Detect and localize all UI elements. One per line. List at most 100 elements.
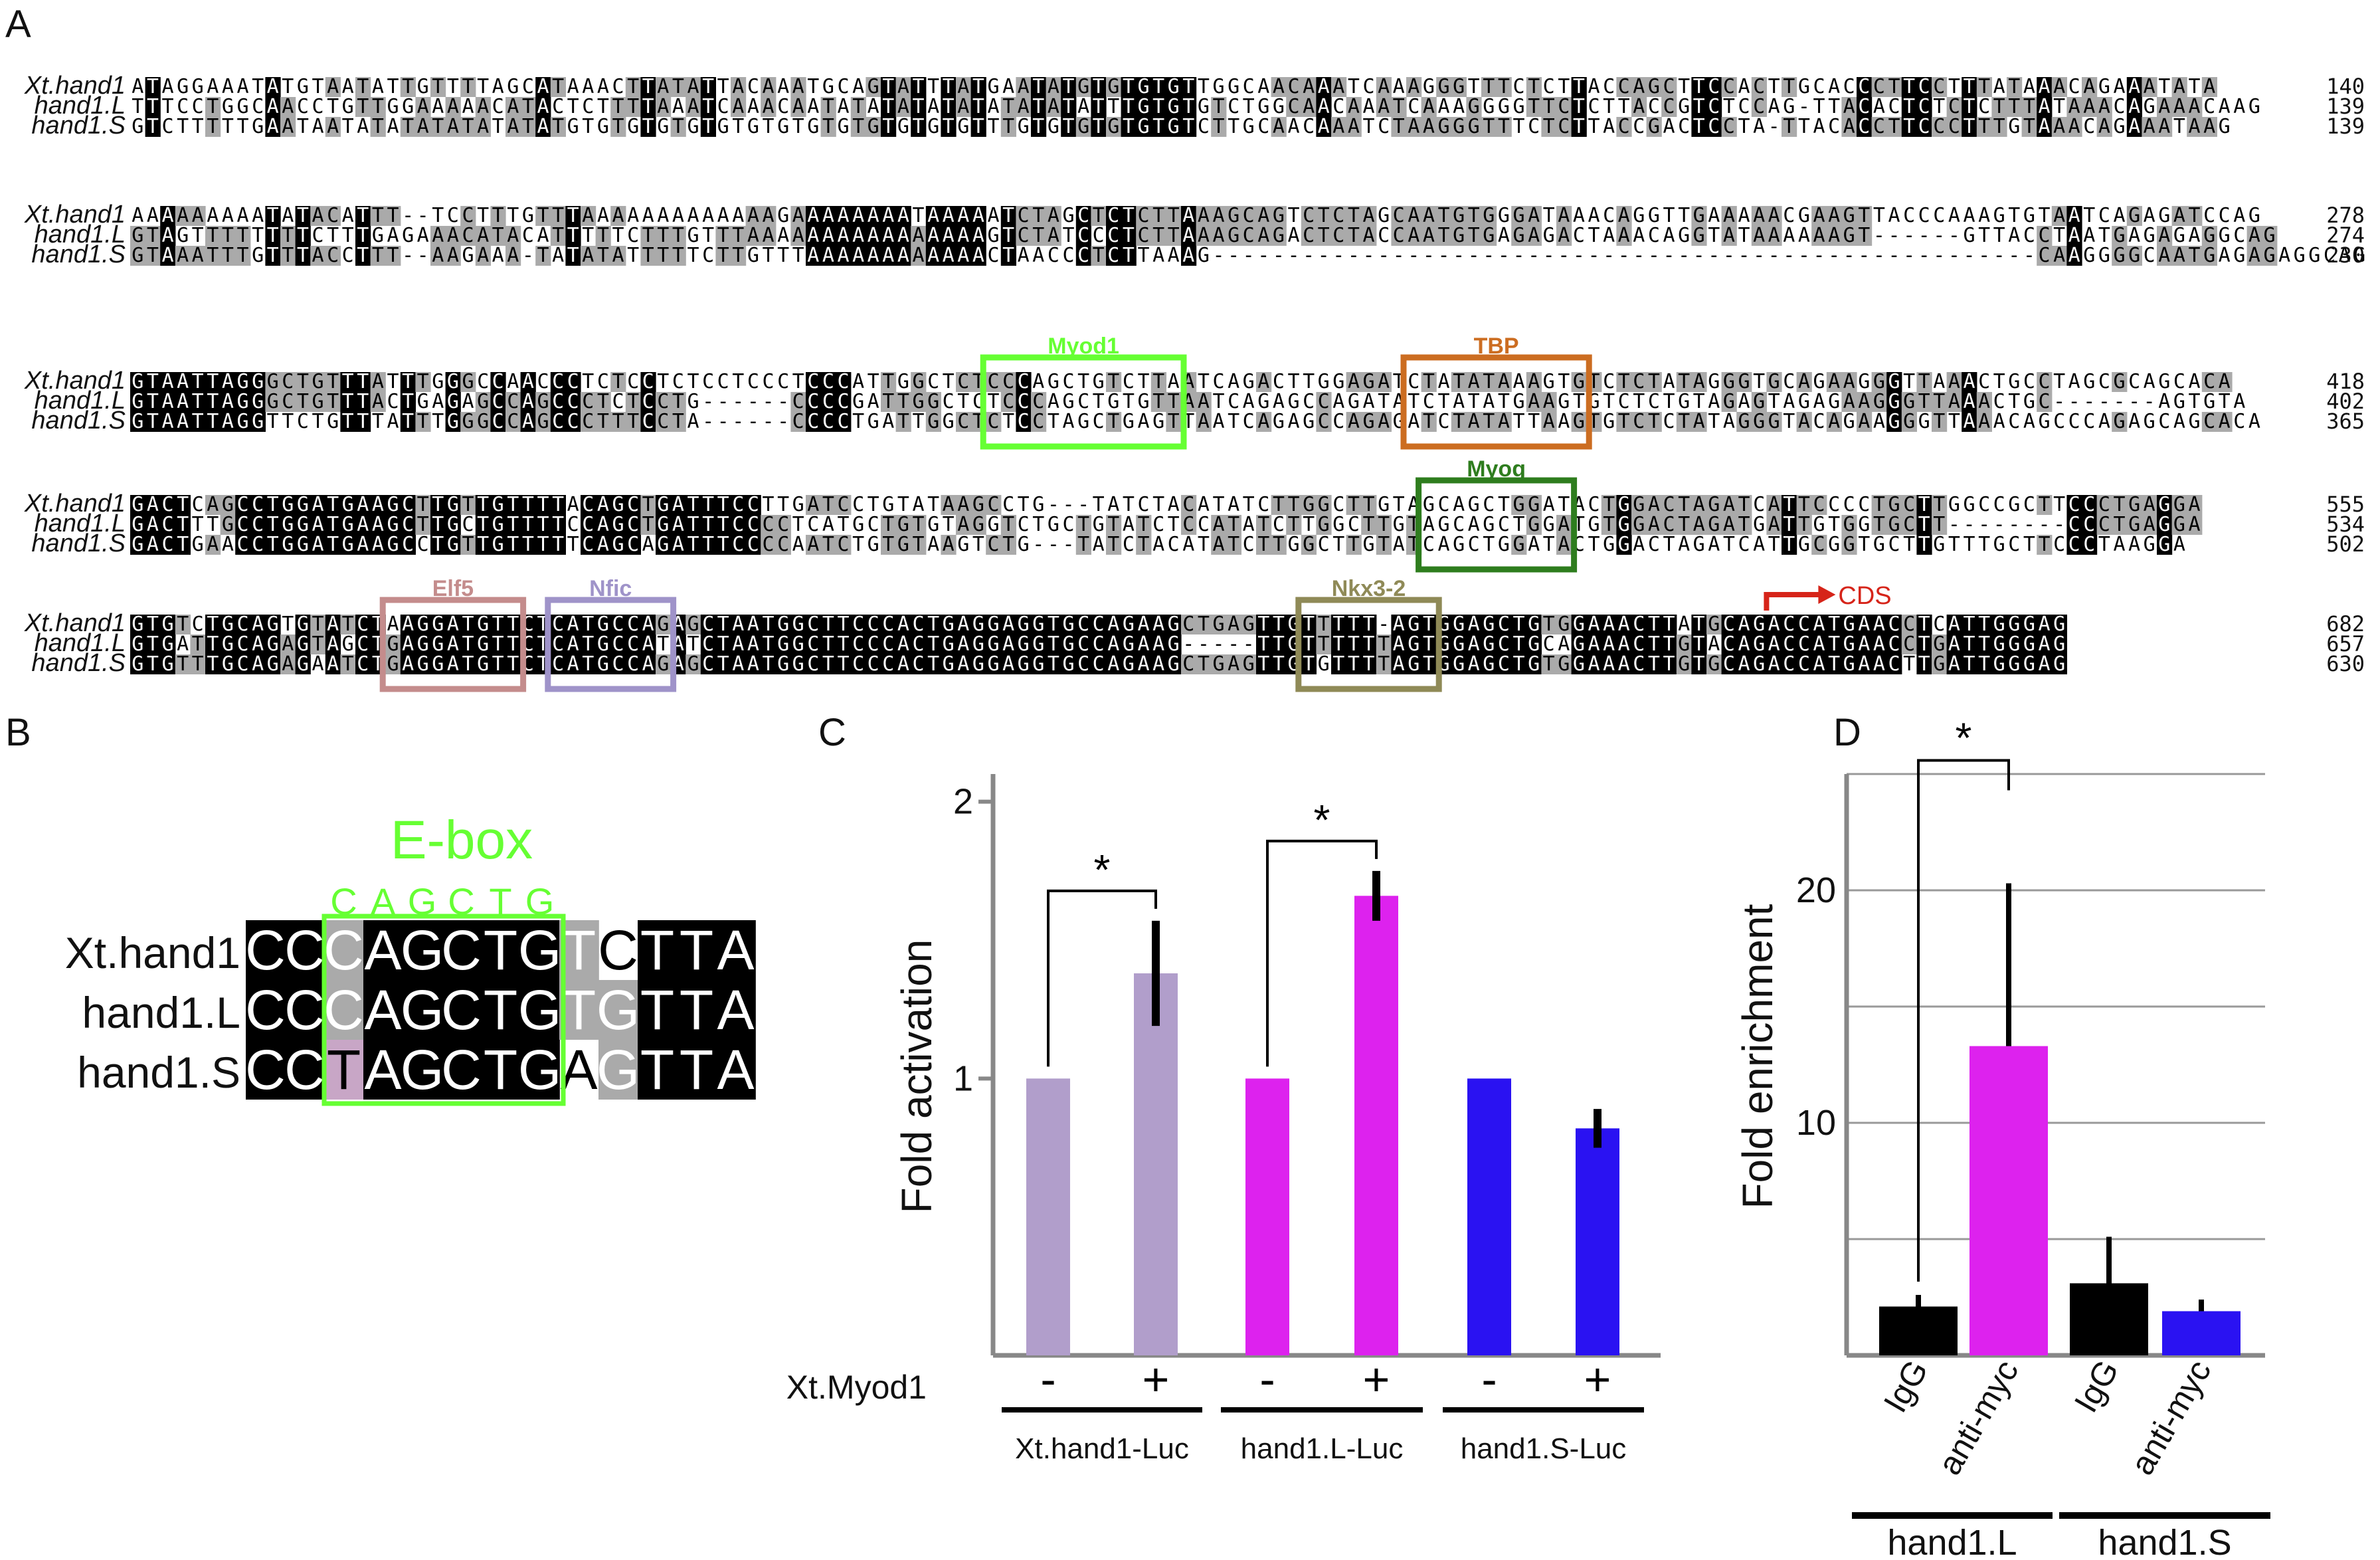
alignment-base: A xyxy=(2038,652,2050,676)
alignment-base: T xyxy=(357,410,369,433)
alignment-base: A xyxy=(1273,75,1285,98)
alignment-base: T xyxy=(1663,533,1675,556)
alignment-base: A xyxy=(972,244,984,267)
alignment-base: C xyxy=(1873,115,1885,138)
alignment-cell xyxy=(145,97,161,117)
alignment-base: G xyxy=(1273,410,1285,433)
alignment-base: A xyxy=(927,533,939,556)
alignment-base: C xyxy=(1318,533,1330,556)
alignment-base: G xyxy=(1453,533,1465,556)
alignment-base: T xyxy=(1123,115,1135,138)
alignment-cell xyxy=(1166,77,1182,97)
alignment-base: G xyxy=(868,75,879,98)
alignment-base: C xyxy=(1798,652,1810,676)
ebox-base: G xyxy=(401,979,444,1041)
alignment-base: G xyxy=(1888,410,1900,433)
alignment-base: - xyxy=(1212,244,1224,267)
alignment-base: T xyxy=(627,95,639,118)
ebox-base: T xyxy=(562,919,596,981)
ebox-base: T xyxy=(484,919,517,981)
alignment-base: C xyxy=(1243,533,1255,556)
alignment-base: A xyxy=(852,244,864,267)
alignment-base: T xyxy=(657,244,669,267)
alignment-base: T xyxy=(1978,533,1990,556)
alignment-base: A xyxy=(2248,244,2260,267)
alignment-base: C xyxy=(792,410,804,433)
ebox-title: E-box xyxy=(391,810,533,870)
alignment-base: A xyxy=(267,95,279,118)
panel-label-d: D xyxy=(1833,711,1861,754)
alignment-cell xyxy=(520,97,536,117)
alignment-base: C xyxy=(1182,652,1194,676)
alignment-base: G xyxy=(1408,652,1419,676)
alignment-base: A xyxy=(792,533,804,556)
alignment-base: T xyxy=(1107,95,1119,118)
alignment-base: T xyxy=(1963,115,1975,138)
alignment-base: A xyxy=(1378,410,1390,433)
alignment-base: A xyxy=(327,75,339,98)
alignment-base: T xyxy=(252,75,264,98)
alignment-base: G xyxy=(1993,533,2005,556)
alignment-cell xyxy=(265,77,281,97)
alignment-base: A xyxy=(1212,410,1224,433)
alignment-base: A xyxy=(1753,115,1765,138)
alignment-base: C xyxy=(1287,95,1299,118)
alignment-base: A xyxy=(2053,115,2065,138)
alignment-base: C xyxy=(1708,115,1720,138)
alignment-base: T xyxy=(1093,95,1105,118)
alignment-base: A xyxy=(1498,410,1510,433)
alignment-base: A xyxy=(2113,533,2125,556)
alignment-cell xyxy=(761,77,777,97)
alignment-base: G xyxy=(1137,95,1149,118)
alignment-base: C xyxy=(1558,115,1570,138)
alignment-base: A xyxy=(762,75,774,98)
alignment-base: A xyxy=(447,652,459,676)
alignment-base: G xyxy=(777,115,789,138)
alignment-base: T xyxy=(432,75,444,98)
alignment-base: G xyxy=(657,652,669,676)
alignment-base: A xyxy=(897,95,909,118)
alignment-base: T xyxy=(1362,652,1374,676)
alignment-base: A xyxy=(987,95,999,118)
alignment-cell xyxy=(1046,97,1061,117)
alignment-base: - xyxy=(1498,244,1510,267)
alignment-base: T xyxy=(312,75,323,98)
alignment-base: A xyxy=(792,95,804,118)
alignment-base: T xyxy=(1002,410,1014,433)
alignment-base: C xyxy=(582,410,594,433)
alignment-base: T xyxy=(1348,652,1360,676)
alignment-base: - xyxy=(1423,244,1435,267)
alignment-base: T xyxy=(462,652,474,676)
alignment-base: C xyxy=(312,95,323,118)
alignment-base: - xyxy=(1933,244,1945,267)
alignment-base: T xyxy=(342,410,354,433)
alignment-base: - xyxy=(522,244,534,267)
alignment-base: A xyxy=(207,533,219,556)
alignment-cell xyxy=(460,77,476,97)
alignment-base: G xyxy=(1437,115,1449,138)
alignment-base: C xyxy=(1093,410,1105,433)
alignment-base: T xyxy=(492,115,504,138)
alignment-base: - xyxy=(2008,244,2020,267)
alignment-base: G xyxy=(1528,652,1540,676)
alignment-base: A xyxy=(1873,652,1885,676)
alignment-base: A xyxy=(312,533,323,556)
alignment-base: G xyxy=(1137,75,1149,98)
alignment-base: C xyxy=(1723,115,1735,138)
alignment-base: G xyxy=(1843,652,1855,676)
alignment-base: T xyxy=(402,75,414,98)
alignment-cell xyxy=(1091,117,1107,137)
alignment-base: G xyxy=(1453,652,1465,676)
alignment-base: G xyxy=(1062,652,1074,676)
alignment-base: G xyxy=(1123,410,1135,433)
alignment-base: G xyxy=(1018,115,1030,138)
alignment-cell xyxy=(1061,117,1077,137)
sequence-position: 630 xyxy=(2326,651,2365,676)
alignment-base: C xyxy=(837,533,849,556)
alignment-base: A xyxy=(1257,75,1269,98)
alignment-base: T xyxy=(552,75,564,98)
ebox-base: A xyxy=(364,1038,401,1101)
ebox-base: T xyxy=(562,979,596,1041)
alignment-base: T xyxy=(507,652,519,676)
